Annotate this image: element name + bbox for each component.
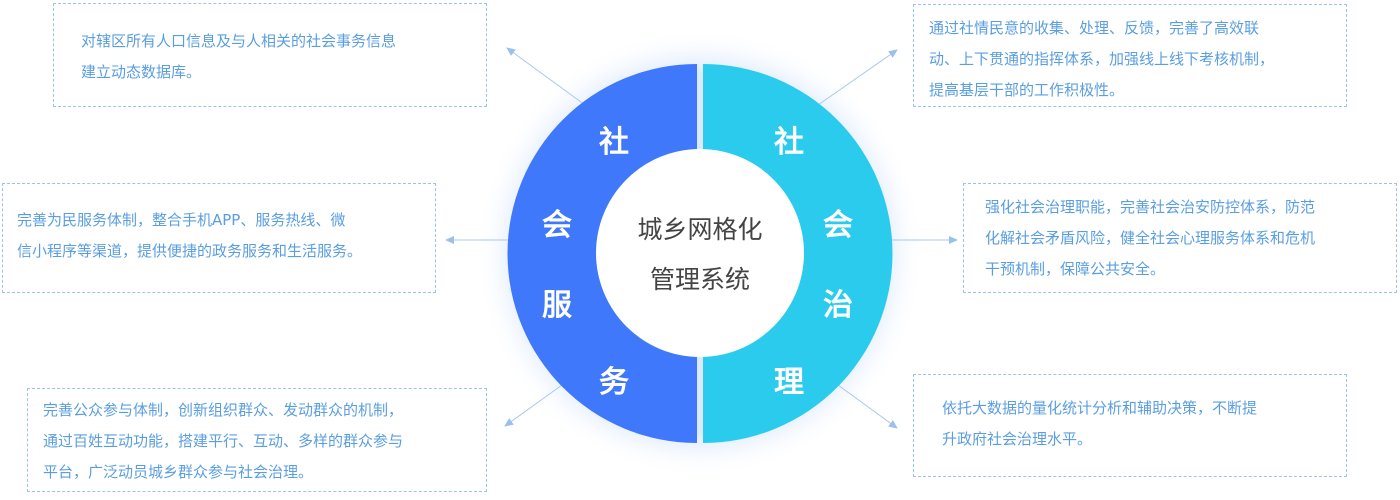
ring-char: 社 [599, 125, 629, 160]
center-title: 城乡网格化 管理系统 [600, 205, 800, 305]
box-text: 平台，广泛动员城乡群众参与社会治理。 [43, 463, 314, 481]
info-box-mid-right: 强化社会治理职能，完善社会治安防控体系，防范 化解社会矛盾风险，健全社会心理服务… [963, 183, 1397, 293]
info-box-top-left: 对辖区所有人口信息及与人相关的社会事务信息 建立动态数据库。 [53, 3, 487, 107]
box-text: 干预机制，保障公共安全。 [985, 260, 1166, 278]
box-text: 完善公众参与体制，创新组织群众、发动群众的机制， [43, 401, 404, 419]
box-text: 化解社会矛盾风险，健全社会心理服务体系和危机 [985, 229, 1316, 247]
ring-char: 服 [542, 288, 572, 323]
box-text: 通过社情民意的收集、处理、反馈，完善了高效联 [929, 19, 1260, 37]
box-text: 对辖区所有人口信息及与人相关的社会事务信息 [81, 32, 397, 50]
box-text: 完善为民服务体制，整合手机APP、服务热线、微 [17, 211, 346, 229]
ring-char: 会 [823, 208, 853, 243]
arrow-bottom-right [837, 384, 898, 429]
arrow-top-left [506, 47, 586, 106]
center-circle [596, 149, 804, 357]
info-box-bottom-left: 完善公众参与体制，创新组织群众、发动群众的机制， 通过百姓互动功能，搭建平行、互… [27, 388, 487, 492]
box-text: 通过百姓互动功能，搭建平行、互动、多样的群众参与 [43, 432, 404, 450]
box-text: 建立动态数据库。 [81, 63, 202, 81]
ring-char: 社 [774, 125, 804, 160]
ring-char: 理 [774, 365, 804, 400]
arrow-top-right [817, 49, 898, 106]
arrow-bottom-left [504, 384, 563, 427]
ring-char: 会 [542, 208, 572, 243]
center-title-line: 城乡网格化 [637, 215, 763, 244]
box-text: 动、上下贯通的指挥体系，加强线上线下考核机制， [929, 50, 1275, 68]
info-box-bottom-right: 依托大数据的量化统计分析和辅助决策，不断提 升政府社会治理水平。 [913, 374, 1347, 477]
center-title-line: 管理系统 [649, 265, 750, 294]
box-text: 升政府社会治理水平。 [942, 430, 1093, 448]
info-box-top-right: 通过社情民意的收集、处理、反馈，完善了高效联 动、上下贯通的指挥体系，加强线上线… [913, 4, 1347, 107]
ring-char: 务 [599, 365, 629, 400]
info-box-mid-left: 完善为民服务体制，整合手机APP、服务热线、微 信小程序等渠道，提供便捷的政务服… [2, 183, 436, 293]
box-text: 提高基层干部的工作积极性。 [929, 81, 1125, 99]
box-text: 强化社会治理职能，完善社会治安防控体系，防范 [985, 198, 1316, 216]
box-text: 信小程序等渠道，提供便捷的政务服务和生活服务。 [17, 242, 363, 260]
ring-char: 治 [823, 288, 853, 323]
box-text: 依托大数据的量化统计分析和辅助决策，不断提 [942, 399, 1258, 417]
arrows [445, 47, 958, 429]
